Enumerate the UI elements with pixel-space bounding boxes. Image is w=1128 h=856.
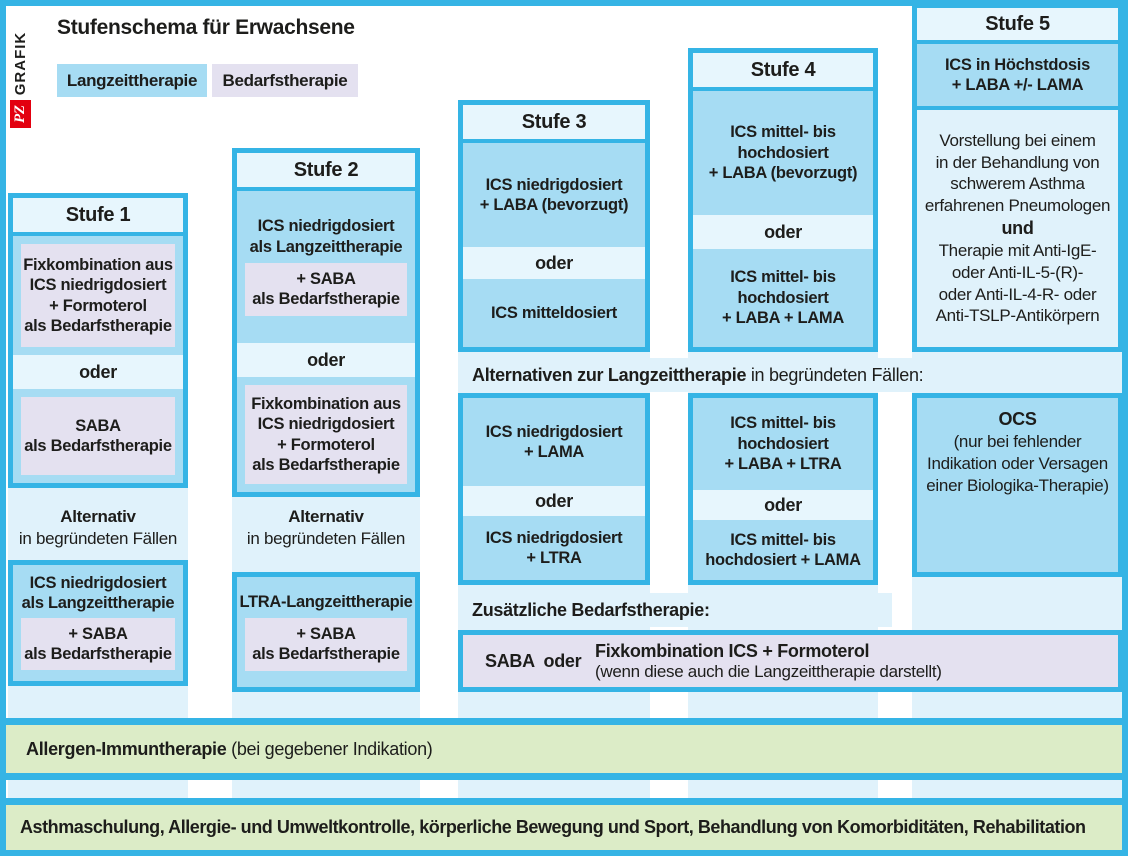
stufe3-header: Stufe 3	[463, 105, 645, 143]
stufe2-main-box: Stufe 2 ICS niedrigdosiert als Langzeitt…	[232, 148, 420, 497]
stufe1-alt-box: ICS niedrigdosiert als Langzeittherapie …	[8, 560, 188, 686]
stufe3-alt-option1: ICS niedrigdosiert + LAMA	[463, 398, 645, 486]
stufe4-oder: oder	[693, 215, 873, 249]
stufe1-option2-text: SABA als Bedarfstherapie	[21, 397, 175, 475]
alternativen-heading-band: Alternativen zur Langzeittherapie in beg…	[458, 358, 1128, 392]
stufe2-option1-section: ICS niedrigdosiert als Langzeittherapie …	[237, 191, 415, 343]
zusaetzliche-bedarfstherapie-box: SABA oder Fixkombination ICS + Formotero…	[458, 630, 1123, 692]
zus-fix-bold: Fixkombination ICS + Formoterol	[595, 640, 870, 661]
stufe3-alt-oder: oder	[463, 486, 645, 516]
legend-bedarfstherapie: Bedarfstherapie	[212, 64, 358, 97]
stufe2-alt-subtitle: in begründeten Fällen	[246, 529, 406, 548]
stufe5-referral-und: und	[1001, 217, 1034, 238]
stufe4-header: Stufe 4	[693, 53, 873, 91]
stufe2-alt-langzeit: LTRA-Langzeittherapie	[239, 593, 413, 612]
allergen-immuntherapie-band: Allergen-Immuntherapie (bei gegebener In…	[6, 718, 1122, 780]
stufe2-header: Stufe 2	[237, 153, 415, 191]
stufe2-option1-langzeit: ICS niedrigdosiert als Langzeittherapie	[249, 217, 403, 256]
zus-fix-block: Fixkombination ICS + Formoterol (wenn di…	[595, 641, 942, 681]
ocs-title: OCS	[998, 409, 1037, 429]
stufe2-alt-title: Alternativ	[288, 506, 364, 526]
legend-langzeittherapie: Langzeittherapie	[57, 64, 207, 97]
stufe2-alt-section: LTRA-Langzeittherapie + SABA als Bedarfs…	[237, 577, 415, 687]
zus-saba-oder: SABA oder	[485, 650, 582, 671]
grafik-logo-text: GRAFIK	[12, 31, 29, 96]
stufe4-main-box: Stufe 4 ICS mittel- bis hochdosiert + LA…	[688, 48, 878, 352]
stufe1-alt-langzeit: ICS niedrigdosiert als Langzeittherapie	[21, 573, 175, 613]
allergen-bold: Allergen-Immuntherapie	[26, 738, 227, 759]
stufe4-alt-option1: ICS mittel- bis hochdosiert + LABA + LTR…	[693, 398, 873, 490]
stufe3-option1: ICS niedrigdosiert + LABA (bevorzugt)	[463, 143, 645, 247]
stufe1-alt-label: Alternativ in begründeten Fällen	[8, 500, 188, 556]
stufe4-option1: ICS mittel- bis hochdosiert + LABA (bevo…	[693, 91, 873, 215]
basis-text: Asthmaschulung, Allergie- und Umweltkont…	[20, 817, 1086, 837]
basis-massnahmen-band: Asthmaschulung, Allergie- und Umweltkont…	[6, 798, 1122, 856]
stufe1-header: Stufe 1	[13, 198, 183, 236]
stufe3-main-box: Stufe 3 ICS niedrigdosiert + LABA (bevor…	[458, 100, 650, 352]
stufe3-oder: oder	[463, 247, 645, 279]
stufe1-option2-section: SABA als Bedarfstherapie	[13, 389, 183, 483]
stufe5-main-box: Stufe 5 ICS in Höchstdosis + LABA +/- LA…	[912, 3, 1123, 352]
stufe5-header: Stufe 5	[917, 8, 1118, 44]
alternativen-heading-regular: in begründeten Fällen:	[746, 364, 924, 385]
stufe1-option1-text: Fixkombination aus ICS niedrigdosiert + …	[21, 244, 175, 347]
zusaetzliche-heading-band: Zusätzliche Bedarfstherapie:	[458, 593, 892, 627]
stufe5-option1: ICS in Höchstdosis + LABA +/- LAMA	[917, 44, 1118, 106]
stufe1-main-box: Stufe 1 Fixkombination aus ICS niedrigdo…	[8, 193, 188, 488]
stufe1-alt-title: Alternativ	[60, 506, 136, 526]
stufe2-option2-text: Fixkombination aus ICS niedrigdosiert + …	[245, 385, 407, 484]
stufe5-referral-part2: Therapie mit Anti-IgE- oder Anti-IL-5-(R…	[935, 241, 1100, 326]
stufe3-alternatives-box: ICS niedrigdosiert + LAMA oder ICS niedr…	[458, 393, 650, 585]
stufe1-alt-section: ICS niedrigdosiert als Langzeittherapie …	[13, 565, 183, 681]
stufe3-option2: ICS mitteldosiert	[463, 279, 645, 347]
zus-fix-regular: (wenn diese auch die Langzeittherapie da…	[595, 661, 942, 681]
ocs-text: (nur bei fehlender Indikation oder Versa…	[926, 432, 1109, 495]
stufe4-option2: ICS mittel- bis hochdosiert + LABA + LAM…	[693, 249, 873, 347]
stufe4-alt-oder: oder	[693, 490, 873, 520]
stufe1-option1-section: Fixkombination aus ICS niedrigdosiert + …	[13, 236, 183, 355]
stufe1-alt-bedarf: + SABA als Bedarfstherapie	[21, 617, 175, 671]
stufe1-oder: oder	[13, 355, 183, 389]
alternativen-heading-bold: Alternativen zur Langzeittherapie	[472, 364, 747, 385]
stufe3-alt-option2: ICS niedrigdosiert + LTRA	[463, 516, 645, 580]
stufe5-referral-part1: Vorstellung bei einem in der Behandlung …	[924, 130, 1111, 216]
zusaetzliche-heading-text: Zusätzliche Bedarfstherapie:	[472, 599, 710, 620]
stufe5-referral-section: Vorstellung bei einem in der Behandlung …	[917, 106, 1118, 347]
ocs-section: OCS (nur bei fehlender Indikation oder V…	[917, 398, 1118, 572]
stufe4-alt-option2: ICS mittel- bis hochdosiert + LAMA	[693, 520, 873, 580]
stufe2-option1-bedarf: + SABA als Bedarfstherapie	[245, 263, 407, 316]
stufe2-alt-box: LTRA-Langzeittherapie + SABA als Bedarfs…	[232, 572, 420, 692]
page-title: Stufenschema für Erwachsene	[57, 16, 355, 39]
stufe2-alt-label: Alternativ in begründeten Fällen	[232, 500, 420, 556]
pz-grafik-logo: PZ GRAFIK	[10, 32, 31, 128]
stufe2-alt-bedarf: + SABA als Bedarfstherapie	[245, 617, 407, 671]
stufe2-oder: oder	[237, 343, 415, 377]
stufe1-alt-subtitle: in begründeten Fällen	[18, 529, 178, 548]
ocs-box: OCS (nur bei fehlender Indikation oder V…	[912, 393, 1123, 577]
allergen-regular: (bei gegebener Indikation)	[226, 738, 433, 759]
stufe2-option2-section: Fixkombination aus ICS niedrigdosiert + …	[237, 377, 415, 492]
pz-logo-mark: PZ	[10, 100, 31, 128]
stufe4-alternatives-box: ICS mittel- bis hochdosiert + LABA + LTR…	[688, 393, 878, 585]
